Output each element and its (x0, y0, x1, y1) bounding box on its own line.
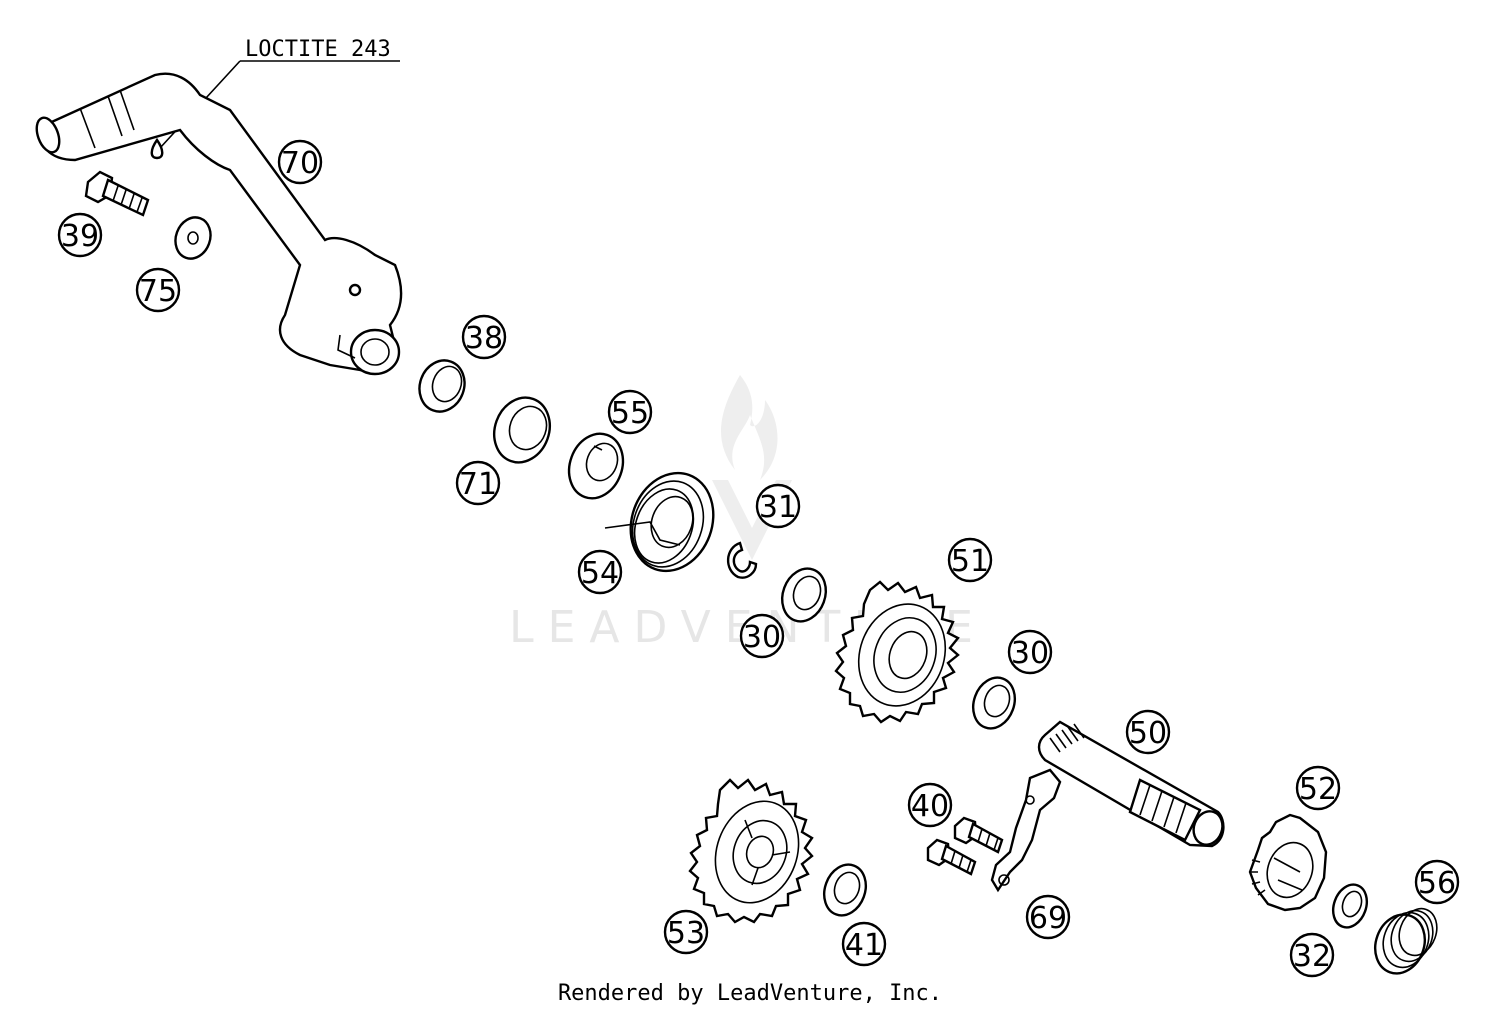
callout-75-number: 75 (139, 274, 177, 309)
callout-71[interactable]: 71 (455, 460, 501, 506)
lever-washer (174, 216, 212, 260)
callout-38[interactable]: 38 (461, 314, 507, 360)
kick-starter-lever (35, 72, 403, 376)
loctite-drop-icon (150, 137, 164, 160)
ratchet-gear (1248, 813, 1328, 912)
intermediate-gear (688, 778, 814, 924)
lever-bolt (84, 170, 150, 217)
callout-55[interactable]: 55 (607, 389, 653, 435)
thrust-washer-upper (781, 567, 827, 623)
guide-bushing (567, 432, 625, 500)
kick-starter-gear (834, 580, 960, 724)
kick-starter-shaft (1037, 720, 1225, 848)
callout-54-number: 54 (581, 556, 619, 591)
shaft-seal-ring (418, 359, 466, 413)
callout-71-number: 71 (459, 467, 497, 502)
callout-41[interactable]: 41 (841, 921, 887, 967)
callout-30-lower-number: 30 (1011, 636, 1049, 671)
callout-52[interactable]: 52 (1295, 765, 1341, 811)
oil-seal (493, 396, 551, 464)
guide-plate (990, 768, 1062, 893)
callout-51[interactable]: 51 (947, 537, 993, 583)
flame-watermark-icon (721, 375, 778, 480)
callout-40[interactable]: 40 (907, 782, 953, 828)
callout-31-number: 31 (759, 490, 797, 525)
callout-53-number: 53 (667, 916, 705, 951)
callout-39-number: 39 (61, 219, 99, 254)
callout-70-number: 70 (281, 146, 319, 181)
callout-40-number: 40 (911, 789, 949, 824)
callout-31[interactable]: 31 (755, 483, 801, 529)
callout-52-number: 52 (1299, 772, 1337, 807)
callout-41-number: 41 (845, 928, 883, 963)
kick-starter-spring (604, 471, 715, 573)
callout-69[interactable]: 69 (1025, 894, 1071, 940)
callout-30-lower[interactable]: 30 (1007, 629, 1053, 675)
callout-56[interactable]: 56 (1414, 859, 1460, 905)
callout-75[interactable]: 75 (135, 267, 181, 313)
callout-54[interactable]: 54 (577, 549, 623, 595)
callout-55-number: 55 (611, 396, 649, 431)
callout-38-number: 38 (465, 321, 503, 356)
callout-32-number: 32 (1293, 939, 1331, 974)
callout-53[interactable]: 53 (663, 909, 709, 955)
ratchet-washer (1331, 883, 1369, 929)
callout-70[interactable]: 70 (277, 139, 323, 185)
callout-51-number: 51 (951, 544, 989, 579)
callout-50[interactable]: 50 (1125, 709, 1171, 755)
circlip (726, 541, 758, 579)
callout-39[interactable]: 39 (57, 212, 103, 258)
loctite-note: LOCTITE 243 (159, 37, 400, 149)
render-credit: Rendered by LeadVenture, Inc. (558, 981, 942, 1006)
callout-30-upper-number: 30 (743, 620, 781, 655)
callout-69-number: 69 (1029, 901, 1067, 936)
callout-32[interactable]: 32 (1289, 932, 1335, 978)
gear-washer (823, 863, 867, 917)
thrust-washer-lower (972, 676, 1016, 730)
callout-56-number: 56 (1418, 866, 1456, 901)
guide-plate-bolts (926, 816, 1004, 876)
callout-50-number: 50 (1129, 716, 1167, 751)
callout-30-upper[interactable]: 30 (739, 613, 785, 659)
loctite-note-label: LOCTITE 243 (245, 37, 391, 62)
ratchet-spring (1374, 907, 1438, 975)
